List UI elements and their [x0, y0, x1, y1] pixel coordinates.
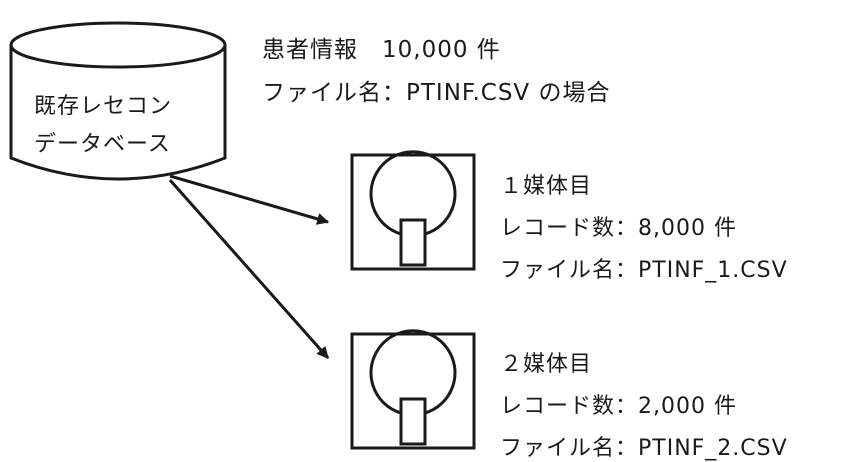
media-2-title: ２媒体目 [500, 352, 593, 377]
database-label-line2: データベース [34, 132, 171, 157]
removable-disk-icon [350, 329, 476, 450]
media-1-records: レコード数：8,000 件 [500, 216, 737, 241]
source-info-line1: 患者情報 10,000 件 [262, 37, 501, 63]
arrow-to-media-1 [169, 174, 330, 225]
media-2-filename: ファイル名：PTINF_2.CSV [500, 436, 788, 461]
media-2-records: レコード数：2,000 件 [500, 394, 737, 419]
database-cylinder-icon [9, 21, 227, 181]
removable-disk-icon [350, 150, 476, 271]
arrow-to-media-2 [168, 179, 330, 359]
source-info-line2: ファイル名：PTINF.CSV の場合 [262, 80, 611, 106]
media-1-title: １媒体目 [500, 174, 593, 199]
database-label-line1: 既存レセコン [34, 94, 173, 119]
media-1-filename: ファイル名：PTINF_1.CSV [500, 258, 788, 283]
